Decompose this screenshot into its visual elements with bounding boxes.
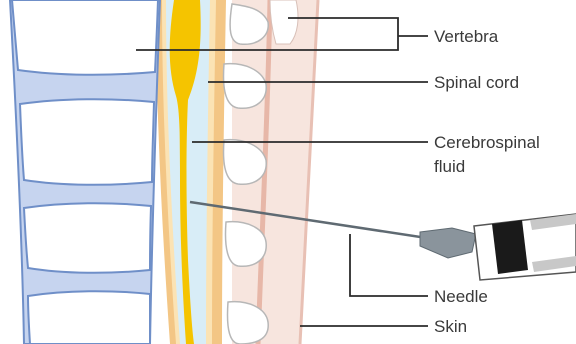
label-spinal-cord: Spinal cord xyxy=(434,73,519,92)
vertebral-body-2 xyxy=(20,99,154,185)
syringe xyxy=(474,214,576,280)
label-vertebra: Vertebra xyxy=(434,27,499,46)
label-needle: Needle xyxy=(434,287,488,306)
label-csf-line2: fluid xyxy=(434,157,465,176)
leader-needle xyxy=(350,234,428,296)
syringe-cap xyxy=(492,220,528,274)
posterior-bone-top xyxy=(270,0,298,44)
label-csf-line1: Cerebrospinal xyxy=(434,133,540,152)
vertebral-body-3 xyxy=(24,203,151,273)
needle-hub xyxy=(420,228,476,258)
vertebral-body-1 xyxy=(12,0,158,75)
label-skin: Skin xyxy=(434,317,467,336)
vertebral-body-4 xyxy=(28,291,150,344)
